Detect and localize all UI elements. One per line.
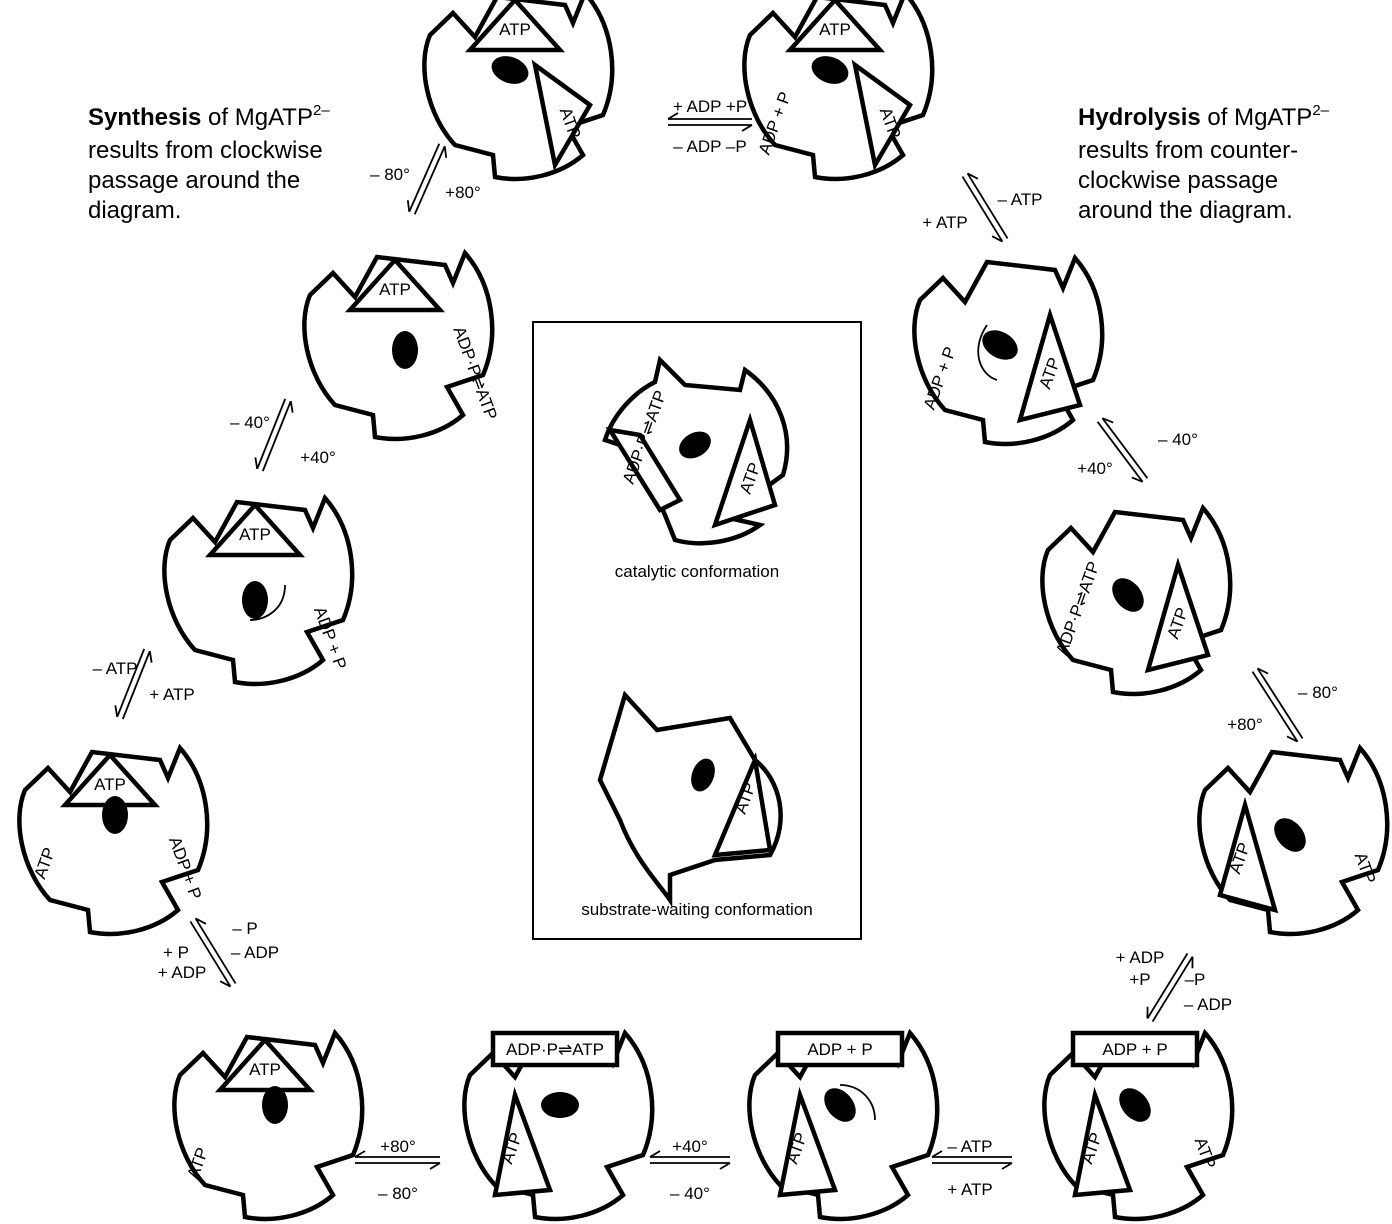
- gamma-shaft-icon: [491, 56, 529, 84]
- transition-reverse-label: + P: [163, 943, 189, 962]
- substrate-waiting-subunit: ATP: [597, 690, 783, 908]
- hydrolysis-note-line3: clockwise passage: [1078, 167, 1278, 194]
- legend-waiting-label: substrate-waiting conformation: [581, 900, 813, 919]
- transition-reverse-label: + ATP: [922, 213, 968, 232]
- gamma-shaft-icon: [541, 1092, 579, 1118]
- transition-reverse-label: + ATP: [947, 1180, 993, 1199]
- equilibrium-arrow: – ATP + ATP: [922, 172, 1043, 243]
- transition-forward-label: – ATP: [947, 1137, 992, 1156]
- equilibrium-arrow: – ATP + ATP: [92, 648, 195, 720]
- transition-reverse-label: +80°: [445, 183, 481, 202]
- gamma-shaft-icon: [811, 56, 849, 84]
- transition-reverse-label: – 80°: [378, 1184, 418, 1203]
- state-left-3-top-label: ATP: [379, 280, 411, 299]
- legend-box: [532, 321, 862, 940]
- equilibrium-arrow: – 40° +40°: [1077, 417, 1198, 483]
- equilibrium-arrow: – 80° +80°: [1227, 667, 1338, 743]
- gamma-shaft-icon: [824, 1088, 856, 1122]
- transition-reverse-label: +P: [1129, 970, 1150, 989]
- transition-forward-label: – P: [232, 919, 258, 938]
- state-bottom-right-top-label: ADP + P: [1102, 1040, 1167, 1059]
- hydrolysis-note-line1: Hydrolysis of MgATP2–: [1078, 102, 1330, 131]
- state-left-2-top-label: ATP: [239, 525, 271, 544]
- transition-forward-label: + ADP +P: [673, 97, 747, 116]
- transition-forward-label: – 80°: [370, 165, 410, 184]
- gamma-shaft-icon: [691, 758, 715, 792]
- catalytic-conformation-subunit: ADP·P⇌ATP ATP: [602, 355, 790, 546]
- transition-reverse-label: +80°: [1227, 715, 1263, 734]
- gamma-shaft-icon: [392, 331, 418, 369]
- transition-forward-label: – ATP: [997, 190, 1042, 209]
- synthesis-note-line3: passage around the: [88, 167, 300, 194]
- gamma-shaft-icon: [262, 1086, 288, 1124]
- gamma-shaft-icon: [1274, 818, 1306, 852]
- equilibrium-arrow: +40° – 40°: [649, 1137, 731, 1203]
- transition-extra-forward-label: – ADP: [1184, 995, 1232, 1014]
- hydrolysis-note-line4: around the diagram.: [1078, 197, 1293, 224]
- transition-forward-label: –P: [1185, 970, 1206, 989]
- equilibrium-arrow: +80° – 80°: [354, 1137, 441, 1203]
- transition-forward-label: – 80°: [1298, 683, 1338, 702]
- state-bottom-2-top-label: ADP·P⇌ATP: [506, 1040, 604, 1059]
- rotation-arrow-icon: [839, 1084, 876, 1121]
- equilibrium-arrow: – 40° +40°: [230, 398, 336, 472]
- state-bottom-left-top-label: ATP: [249, 1060, 281, 1079]
- state-top-right-top-label: ATP: [819, 20, 851, 39]
- gamma-shaft-icon: [102, 796, 128, 834]
- transition-reverse-label: + ATP: [149, 685, 195, 704]
- synthesis-note-line4: diagram.: [88, 197, 181, 224]
- gamma-shaft-icon: [242, 581, 268, 619]
- hydrolysis-note-line2: results from counter-: [1078, 137, 1298, 164]
- legend-catalytic-label: catalytic conformation: [615, 562, 779, 581]
- gamma-shaft-icon: [679, 431, 711, 459]
- equilibrium-arrow: – ATP + ATP: [931, 1137, 1013, 1199]
- transition-reverse-label: +40°: [300, 448, 336, 467]
- equilibrium-arrow: –P +P – ADP + ADP: [1116, 948, 1232, 1023]
- transition-extra-reverse-label: + ADP: [158, 963, 207, 982]
- equilibrium-arrow: + ADP +P – ADP –P: [667, 97, 753, 156]
- state-left-1-top-label: ATP: [94, 775, 126, 794]
- rotation-arrow-icon: [977, 324, 998, 381]
- transition-forward-label: +80°: [380, 1137, 416, 1156]
- synthesis-note-line2: results from clockwise: [88, 137, 323, 164]
- transition-reverse-label: – 40°: [670, 1184, 710, 1203]
- transition-forward-label: – 40°: [1158, 430, 1198, 449]
- equilibrium-arrow: – 80° +80°: [370, 143, 481, 215]
- gamma-shaft-icon: [1119, 1088, 1151, 1122]
- state-top-left-top-label: ATP: [499, 20, 531, 39]
- transition-reverse-label: – ADP –P: [673, 137, 746, 156]
- transition-arrows: + ADP +P – ADP –P – ATP + ATP – 40° +40° – 80°…: [92, 97, 1337, 1203]
- transition-extra-forward-label: – ADP: [231, 943, 279, 962]
- equilibrium-arrow: – P + P – ADP + ADP: [158, 917, 279, 988]
- transition-extra-reverse-label: + ADP: [1116, 948, 1165, 967]
- state-bottom-3-top-label: ADP + P: [807, 1040, 872, 1059]
- gamma-shaft-icon: [1112, 578, 1144, 612]
- gamma-shaft-icon: [982, 330, 1018, 360]
- transition-reverse-label: +40°: [1077, 459, 1113, 478]
- transition-forward-label: +40°: [672, 1137, 708, 1156]
- synthesis-note-line1: Synthesis of MgATP2–: [88, 102, 330, 131]
- transition-forward-label: – ATP: [92, 659, 137, 678]
- rotation-arrow-icon: [249, 584, 286, 621]
- transition-forward-label: – 40°: [230, 413, 270, 432]
